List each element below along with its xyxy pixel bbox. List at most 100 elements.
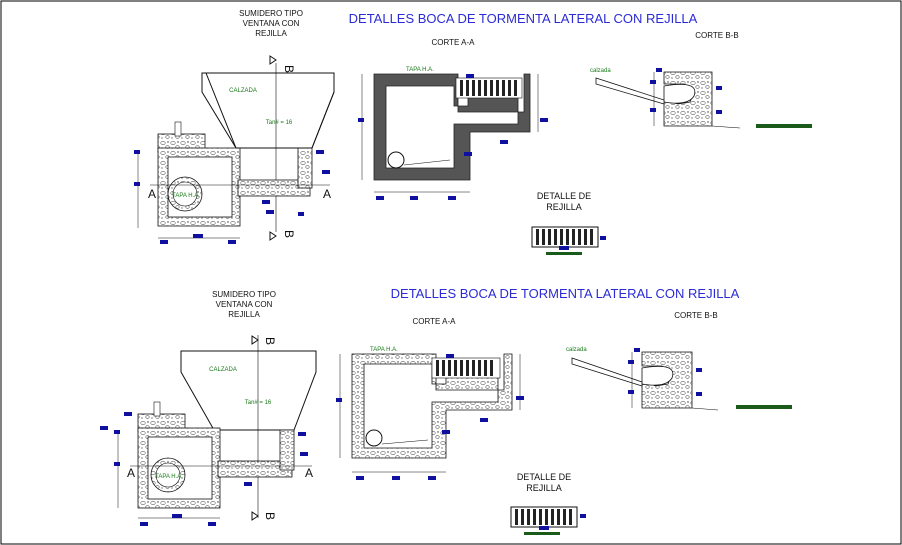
- dim-tag: [516, 396, 524, 400]
- dim-tag: [298, 432, 306, 436]
- dim-tag: [358, 118, 364, 122]
- dim-tag: [298, 212, 304, 216]
- corte-aa-pipe: [387, 151, 405, 169]
- plan-view-1: SUMIDERO TIPO VENTANA CON REJILLA CALZAD…: [134, 9, 335, 244]
- plan-title-line-2: VENTANA CON: [243, 19, 300, 28]
- dim-tag: [466, 74, 474, 78]
- dim-tag: [134, 150, 140, 154]
- section-a-right: A: [305, 466, 313, 480]
- dim-tag: [410, 196, 418, 200]
- channel-wall: [279, 429, 295, 471]
- plan-title-line-3: REJILLA: [255, 29, 287, 38]
- dim-tag: [716, 86, 722, 90]
- detalle-title-line-2: REJILLA: [526, 483, 562, 493]
- dim-tag: [172, 514, 182, 518]
- corte-aa-1: CORTE A-A TAPA H.A.: [358, 38, 548, 200]
- detalle-rejilla-1: DETALLE DE REJILLA: [531, 191, 606, 255]
- rejilla-scale-bar: [546, 252, 582, 255]
- dim-tag: [696, 392, 702, 396]
- corte-aa-title: CORTE A-A: [432, 38, 476, 47]
- section-b-bottom: B: [282, 230, 296, 238]
- section-arrow-b-bottom: [269, 231, 277, 241]
- section-a-right: A: [323, 187, 331, 201]
- dim-tag: [114, 462, 120, 466]
- calzada-label: CALZADA: [229, 88, 257, 94]
- plan-title-line-3: REJILLA: [228, 310, 260, 319]
- plan-title-line-1: SUMIDERO TIPO: [212, 290, 276, 299]
- dim-tag: [650, 80, 656, 84]
- dim-tag: [134, 182, 140, 186]
- section-a-left: A: [127, 466, 135, 480]
- dim-tag: [356, 476, 364, 480]
- corte-bb-body: [663, 71, 713, 127]
- section-arrow-b-top: [269, 55, 277, 65]
- corte-aa-grate: [455, 77, 523, 99]
- calzada-bb-label: calzada: [566, 347, 587, 353]
- dim-tag: [193, 234, 203, 238]
- tapa-aa-label: TAPA H.A.: [370, 347, 398, 353]
- dim-tag: [114, 430, 120, 434]
- slope-label: Tan# = 16: [266, 120, 293, 126]
- corte-bb-ground: [711, 125, 741, 129]
- dim-tag: [376, 196, 384, 200]
- section-a-left: A: [148, 187, 156, 201]
- corte-bb-2: CORTE B-B calzada: [566, 311, 792, 411]
- corte-aa-title: CORTE A-A: [413, 317, 457, 326]
- corte-bb-gutter: [663, 83, 696, 104]
- sheet-1-title: DETALLES BOCA DE TORMENTA LATERAL CON RE…: [349, 11, 698, 26]
- dim-tag: [140, 522, 148, 526]
- calzada-bb-label: calzada: [590, 68, 611, 74]
- corte-aa-floor: [403, 159, 451, 166]
- corte-bb-title: CORTE B-B: [674, 311, 717, 320]
- corte-bb-hatch: [756, 124, 812, 128]
- dim-tag: [600, 236, 606, 240]
- detail-sheet-1: DETALLES BOCA DE TORMENTA LATERAL CON RE…: [134, 9, 812, 255]
- plan-title-line-2: VENTANA CON: [216, 300, 273, 309]
- corte-aa-2: CORTE A-A TAPA H.A.: [336, 317, 524, 480]
- rejilla-bars: [515, 509, 572, 525]
- plan-title-line-1: SUMIDERO TIPO: [239, 9, 303, 18]
- drain-pipe: [153, 401, 161, 417]
- dim-tag: [650, 108, 656, 112]
- rejilla-frame: [510, 506, 578, 528]
- tapa-plan-label: TAPA H.A.: [155, 474, 183, 480]
- dim-tag: [628, 360, 634, 364]
- corte-aa-grate-bars: [460, 80, 517, 96]
- detalle-title-line-1: DETALLE DE: [517, 472, 571, 482]
- detalle-rejilla-2: DETALLE DE REJILLA: [510, 472, 586, 535]
- dim-tag: [540, 118, 548, 122]
- detalle-title-line-2: REJILLA: [546, 202, 582, 212]
- dim-tag: [628, 390, 634, 394]
- corte-bb-slab: [571, 357, 643, 387]
- channel-wall: [297, 147, 313, 189]
- manhole-inner: [172, 181, 198, 207]
- plan-view-2: SUMIDERO TIPO VENTANA CON REJILLA CALZAD…: [100, 290, 317, 526]
- corte-bb-hatch: [736, 405, 792, 409]
- calzada-label: CALZADA: [209, 367, 237, 373]
- rejilla-scale-bar: [524, 532, 560, 535]
- slope-label: Tan# = 16: [245, 400, 272, 406]
- rejilla-bars: [536, 229, 593, 245]
- section-arrow-b-top: [251, 335, 259, 345]
- corte-bb-gutter: [641, 365, 674, 386]
- dim-tag: [448, 196, 456, 200]
- dim-tag: [100, 426, 108, 430]
- sheet-2-title: DETALLES BOCA DE TORMENTA LATERAL CON RE…: [391, 286, 740, 301]
- dim-tag: [244, 482, 252, 486]
- corte-aa-pipe: [365, 429, 383, 447]
- section-b-bottom: B: [263, 512, 277, 520]
- section-b-top: B: [282, 65, 296, 73]
- rejilla-frame: [531, 226, 599, 248]
- dim-tag: [559, 246, 569, 250]
- dim-tag: [696, 368, 702, 372]
- dim-tag: [392, 476, 400, 480]
- dim-tag: [442, 430, 450, 434]
- dim-tag: [336, 398, 342, 402]
- detalle-title-line-1: DETALLE DE: [537, 191, 591, 201]
- dim-tag: [446, 354, 454, 358]
- dim-tag: [300, 452, 308, 456]
- dim-tag: [262, 200, 270, 204]
- section-arrow-b-bottom: [251, 511, 259, 521]
- section-b-top: B: [263, 337, 277, 345]
